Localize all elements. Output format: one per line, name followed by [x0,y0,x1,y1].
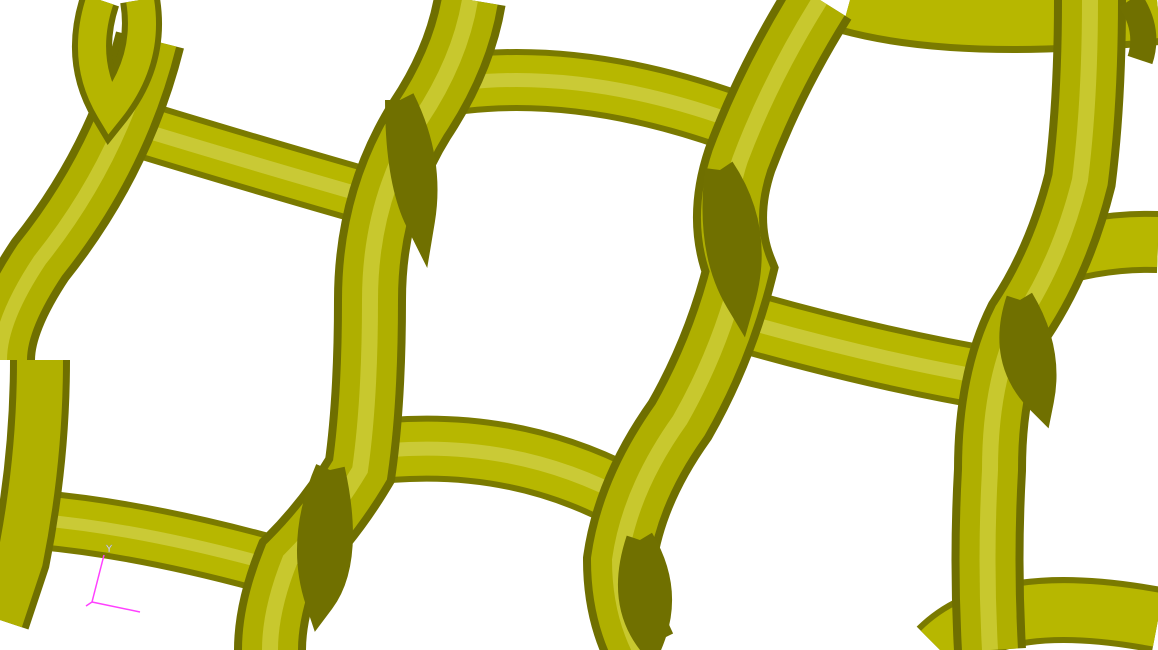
knot-col2-bottom [297,464,353,632]
knot-col4-mid [999,292,1057,429]
knot-col2-top [385,93,438,269]
knot-col3-bottom [618,532,672,650]
knot-col4-top [1118,0,1157,65]
knot-col3-mid [702,161,762,338]
